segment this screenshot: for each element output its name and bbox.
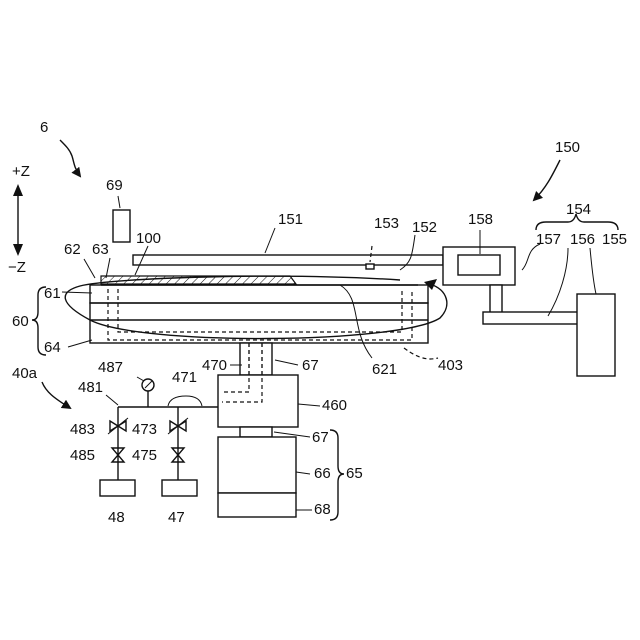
plate-61 [90, 285, 428, 303]
support-post [490, 285, 502, 313]
brace-65 [330, 430, 344, 520]
label-487: 487 [98, 359, 123, 376]
label-64: 64 [44, 339, 61, 356]
label-48: 48 [108, 509, 125, 526]
label-158: 158 [468, 211, 493, 228]
label-minus-z: −Z [8, 259, 26, 276]
unit-158 [458, 255, 500, 275]
label-460: 460 [322, 397, 347, 414]
substrate-100 [101, 276, 296, 284]
label-plus-z: +Z [12, 163, 30, 180]
arm-151 [133, 255, 443, 265]
label-403: 403 [438, 357, 463, 374]
shaft-lower [240, 427, 272, 437]
leader-arrow-6 [60, 140, 80, 176]
label-156: 156 [570, 231, 595, 248]
label-483: 483 [70, 421, 95, 438]
label-152: 152 [412, 219, 437, 236]
tank-48 [100, 480, 135, 496]
label-471: 471 [172, 369, 197, 386]
label-100: 100 [136, 230, 161, 247]
z-axis-indicator [13, 184, 23, 256]
label-155: 155 [602, 231, 627, 248]
base-68 [218, 493, 296, 517]
plate-64 [90, 303, 428, 343]
label-157: 157 [536, 231, 561, 248]
label-151: 151 [278, 211, 303, 228]
label-65: 65 [346, 465, 363, 482]
label-62: 62 [64, 241, 81, 258]
label-470: 470 [202, 357, 227, 374]
label-67-upper: 67 [302, 357, 319, 374]
label-67-lower: 67 [312, 429, 329, 446]
label-475: 475 [132, 447, 157, 464]
drive-155 [577, 294, 615, 376]
label-63: 63 [92, 241, 109, 258]
label-68: 68 [314, 501, 331, 518]
arm-156 [483, 312, 578, 324]
motor-66 [218, 437, 296, 493]
label-150: 150 [555, 139, 580, 156]
tank-47 [162, 480, 197, 496]
shaft [240, 343, 272, 375]
label-485: 485 [70, 447, 95, 464]
motor-460 [218, 375, 298, 427]
sensor-69 [113, 210, 130, 242]
label-40a: 40a [12, 365, 38, 382]
label-154: 154 [566, 201, 591, 218]
label-60: 60 [12, 313, 29, 330]
label-61: 61 [44, 285, 61, 302]
element-153 [366, 264, 374, 269]
label-153: 153 [374, 215, 399, 232]
label-481: 481 [78, 379, 103, 396]
label-6: 6 [40, 119, 48, 136]
label-66: 66 [314, 465, 331, 482]
label-69: 69 [106, 177, 123, 194]
label-47: 47 [168, 509, 185, 526]
label-473: 473 [132, 421, 157, 438]
label-621: 621 [372, 361, 397, 378]
